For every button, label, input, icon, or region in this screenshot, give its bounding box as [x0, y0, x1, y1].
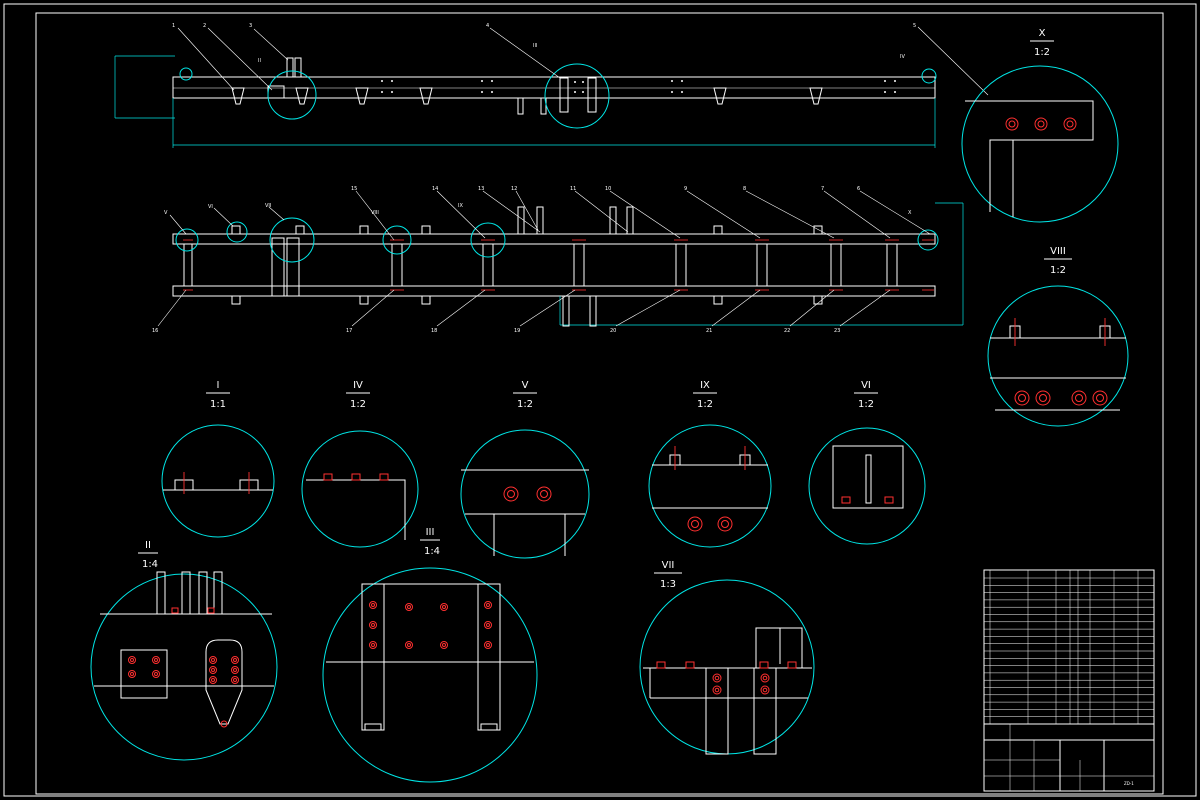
side-leader-5: 5	[913, 23, 916, 29]
side-leader-4: 4	[486, 23, 489, 29]
plan-leader-11: 11	[570, 186, 576, 192]
detail-iii-scale: 1:4	[424, 546, 440, 557]
detail-iv: IV 1:2	[301, 380, 419, 548]
plan-leader-17: 17	[346, 328, 352, 334]
detail-vi-label: VI	[861, 380, 871, 391]
detail-ix-label: IX	[700, 380, 710, 391]
detail-i: I 1:1	[161, 380, 275, 538]
plan-leader-12: 12	[511, 186, 517, 192]
detail-iii: III 1:4	[322, 527, 538, 783]
detail-ii-label: II	[145, 540, 151, 551]
plan-marker-ix: IX	[458, 203, 463, 209]
plan-leader-18: 18	[431, 328, 437, 334]
plan-leader-14: 14	[432, 186, 438, 192]
side-marker-iv: IV	[900, 54, 905, 60]
detail-viii: VIII 1:2	[987, 246, 1129, 427]
detail-vi-scale: 1:2	[858, 399, 874, 410]
plan-leader-10: 10	[605, 186, 611, 192]
detail-v-label: V	[522, 380, 529, 391]
plan-leader-22: 22	[784, 328, 790, 334]
detail-x: X 1:2	[961, 28, 1119, 223]
detail-vii: VII 1:3	[639, 560, 815, 755]
detail-vi: VI 1:2	[808, 380, 926, 545]
sheet-inner-border	[35, 12, 1164, 795]
title-block: ZD-1	[983, 569, 1155, 792]
plan-leader-8: 8	[743, 186, 746, 192]
side-leader-1: 1	[172, 23, 175, 29]
plan-marker-x: X	[908, 210, 912, 216]
detail-vii-label: VII	[662, 560, 675, 571]
detail-v-scale: 1:2	[517, 399, 533, 410]
side-leader-2: 2	[203, 23, 206, 29]
plan-marker-v: V	[164, 210, 168, 216]
detail-iii-label: III	[426, 527, 435, 538]
plan-marker-vi: VI	[208, 204, 213, 210]
detail-ix: IX 1:2	[648, 380, 772, 548]
detail-iv-label: IV	[353, 380, 363, 391]
detail-viii-label: VIII	[1050, 246, 1066, 257]
plan-leader-16: 16	[152, 328, 158, 334]
plan-leader-6: 6	[857, 186, 860, 192]
side-view: 1 2 3 4 5 II III IV	[114, 23, 989, 148]
plan-leader-7: 7	[821, 186, 824, 192]
plan-view: V VI VII VIII IX X 15 14 13 12 11 10 9 8…	[152, 186, 964, 334]
detail-v: V 1:2	[460, 380, 590, 559]
plan-leader-19: 19	[514, 328, 520, 334]
detail-ix-scale: 1:2	[697, 399, 713, 410]
plan-leader-9: 9	[684, 186, 687, 192]
plan-marker-viii: VIII	[371, 210, 379, 216]
detail-x-scale: 1:2	[1034, 47, 1050, 58]
detail-i-label: I	[217, 380, 220, 391]
detail-i-scale: 1:1	[210, 399, 226, 410]
sheet-outer-border	[3, 3, 1197, 797]
plan-leader-20: 20	[610, 328, 616, 334]
plan-leader-15: 15	[351, 186, 357, 192]
detail-ii: II 1:4	[90, 540, 278, 761]
detail-x-label: X	[1039, 28, 1046, 39]
detail-ii-scale: 1:4	[142, 559, 158, 570]
plan-leader-13: 13	[478, 186, 484, 192]
detail-vii-scale: 1:3	[660, 579, 676, 590]
plan-marker-vii: VII	[265, 203, 271, 209]
drawing-number: ZD-1	[1124, 781, 1134, 786]
plan-leader-21: 21	[706, 328, 712, 334]
detail-iv-scale: 1:2	[350, 399, 366, 410]
side-leader-3: 3	[249, 23, 252, 29]
plan-leader-23: 23	[834, 328, 840, 334]
side-marker-iii: III	[533, 43, 537, 49]
detail-viii-scale: 1:2	[1050, 265, 1066, 276]
side-marker-ii: II	[258, 58, 261, 64]
